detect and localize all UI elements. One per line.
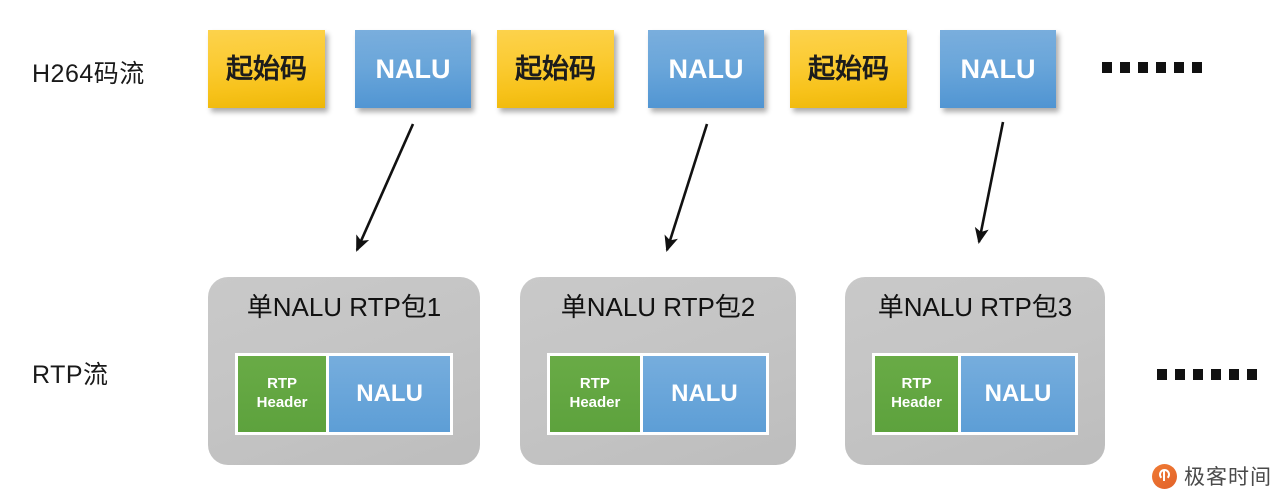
ellipsis-dot — [1211, 369, 1221, 380]
start-code-box-2: 起始码 — [497, 30, 614, 108]
rtp-header-line-1a: RTP — [267, 375, 298, 393]
rtp-packet-body-3: RTP Header NALU — [872, 353, 1078, 435]
ellipsis-dot — [1192, 62, 1202, 73]
ellipsis-dot — [1157, 369, 1167, 380]
rtp-packet-body-2: RTP Header NALU — [547, 353, 769, 435]
ellipsis-dot — [1120, 62, 1130, 73]
rtp-packet-3: 单NALU RTP包3 RTP Header NALU — [845, 277, 1105, 465]
rtp-stream-row-label: RTP流 — [32, 361, 109, 389]
rtp-payload-label-1: NALU — [356, 380, 423, 407]
h264-stream-row-label: H264码流 — [32, 60, 145, 88]
rtp-payload-label-3: NALU — [984, 380, 1052, 407]
nalu-box-1: NALU — [355, 30, 471, 108]
arrow-nalu2-to-packet2 — [664, 123, 709, 252]
rtp-header-line-3b: Header — [891, 394, 942, 411]
nalu-box-3: NALU — [940, 30, 1056, 108]
nalu-label-3: NALU — [960, 53, 1036, 84]
rtp-header-segment-3: RTP Header — [875, 356, 961, 432]
arrow-nalu3-to-packet3 — [974, 121, 1005, 245]
ellipsis-dot — [1156, 62, 1166, 73]
ellipsis-dot — [1229, 369, 1239, 380]
rtp-packet-body-1: RTP Header NALU — [235, 353, 453, 435]
rtp-stream-ellipsis — [1157, 369, 1257, 380]
rtp-header-segment-1: RTP Header — [238, 356, 330, 432]
rtp-header-segment-2: RTP Header — [550, 356, 643, 432]
ellipsis-dot — [1102, 62, 1112, 73]
rtp-payload-segment-1: NALU — [329, 356, 450, 432]
rtp-packet-title-3: 单NALU RTP包3 — [877, 292, 1073, 322]
nalu-label-1: NALU — [375, 53, 451, 84]
ellipsis-dot — [1193, 369, 1203, 380]
start-code-label-3: 起始码 — [808, 53, 889, 84]
rtp-header-line-2a: RTP — [579, 375, 610, 393]
start-code-label-1: 起始码 — [226, 53, 307, 84]
watermark: 极客时间 — [1152, 461, 1272, 491]
ellipsis-dot — [1174, 62, 1184, 73]
nalu-box-2: NALU — [648, 30, 764, 108]
rtp-payload-segment-3: NALU — [961, 356, 1075, 432]
h264-stream-ellipsis — [1102, 62, 1202, 73]
rtp-packet-title-2: 单NALU RTP包2 — [560, 292, 756, 322]
rtp-packet-2: 单NALU RTP包2 RTP Header NALU — [520, 277, 796, 465]
ellipsis-dot — [1247, 369, 1257, 380]
rtp-header-line-1b: Header — [256, 394, 308, 411]
ellipsis-dot — [1175, 369, 1185, 380]
watermark-text: 极客时间 — [1184, 466, 1272, 489]
geektime-logo-icon — [1152, 463, 1177, 489]
rtp-packet-1: 单NALU RTP包1 RTP Header NALU — [208, 277, 480, 465]
rtp-header-line-3a: RTP — [901, 375, 932, 393]
rtp-payload-label-2: NALU — [671, 380, 738, 407]
arrow-nalu1-to-packet1 — [355, 123, 415, 252]
rtp-header-line-2b: Header — [569, 394, 621, 411]
start-code-box-3: 起始码 — [790, 30, 907, 108]
nalu-label-2: NALU — [668, 53, 744, 84]
rtp-packet-title-1: 单NALU RTP包1 — [246, 292, 442, 322]
ellipsis-dot — [1138, 62, 1148, 73]
start-code-label-2: 起始码 — [515, 53, 596, 84]
start-code-box-1: 起始码 — [208, 30, 325, 108]
rtp-payload-segment-2: NALU — [642, 356, 766, 432]
